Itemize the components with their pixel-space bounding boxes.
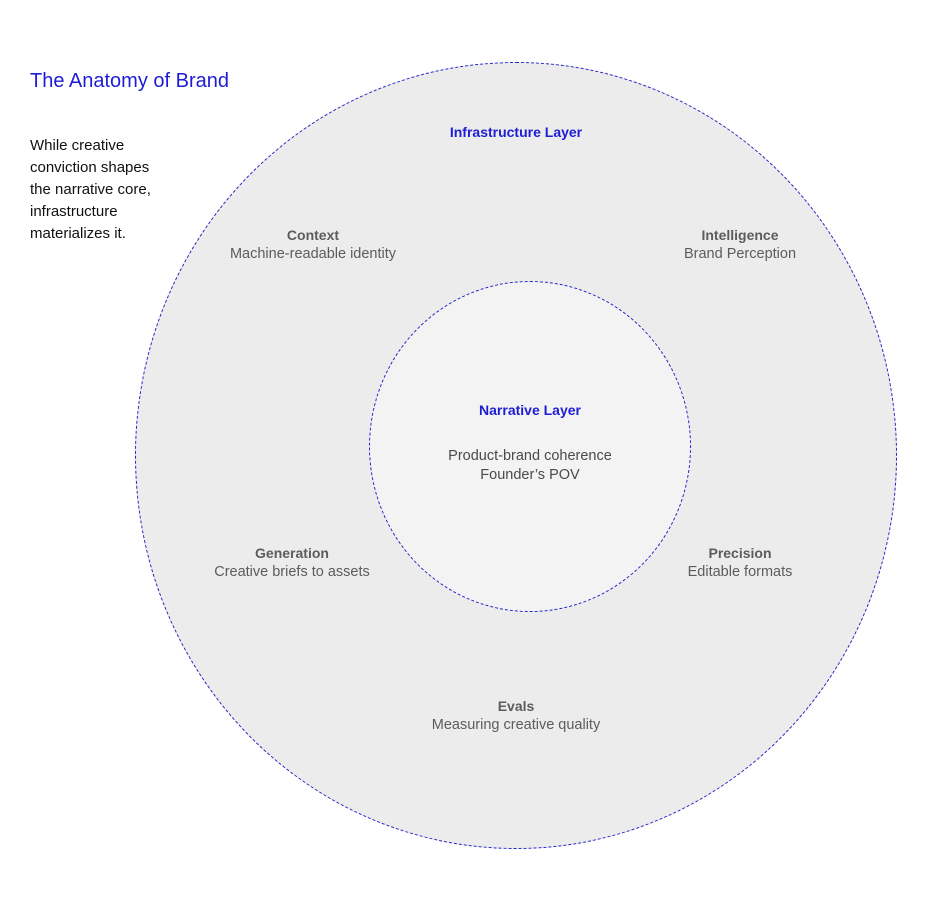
- node-name: Precision: [708, 545, 772, 561]
- intro-line: conviction shapes: [30, 159, 150, 176]
- node-description: Brand Perception: [683, 246, 797, 262]
- infrastructure-layer-label: Infrastructure Layer: [449, 124, 583, 140]
- node-description: Creative briefs to assets: [214, 564, 370, 580]
- node-name: Intelligence: [701, 227, 779, 243]
- intro-line: infrastructure: [30, 203, 118, 220]
- intro-text: While creative conviction shapes the nar…: [30, 135, 170, 245]
- narrative-line: Founder’s POV: [480, 467, 580, 483]
- intro-line: materializes it.: [30, 225, 126, 242]
- node-generation: Generation Creative briefs to assets: [214, 544, 370, 582]
- narrative-layer-label: Narrative Layer: [479, 402, 581, 418]
- node-precision: Precision Editable formats: [688, 544, 793, 582]
- node-evals: Evals Measuring creative quality: [432, 697, 600, 735]
- node-description: Machine-readable identity: [229, 246, 397, 262]
- diagram-title: The Anatomy of Brand: [30, 70, 230, 92]
- node-description: Measuring creative quality: [431, 717, 601, 733]
- intro-line: While creative: [30, 137, 125, 154]
- narrative-layer-text: Product-brand coherence Founder’s POV: [448, 447, 612, 485]
- node-context: Context Machine-readable identity: [230, 226, 396, 264]
- intro-line: the narrative core,: [30, 181, 151, 198]
- node-name: Context: [286, 227, 340, 243]
- node-name: Generation: [255, 545, 329, 561]
- narrative-line: Product-brand coherence: [448, 448, 612, 464]
- narrative-layer-circle: [369, 281, 691, 612]
- node-description: Editable formats: [687, 564, 793, 580]
- node-intelligence: Intelligence Brand Perception: [684, 226, 796, 264]
- node-name: Evals: [497, 698, 535, 714]
